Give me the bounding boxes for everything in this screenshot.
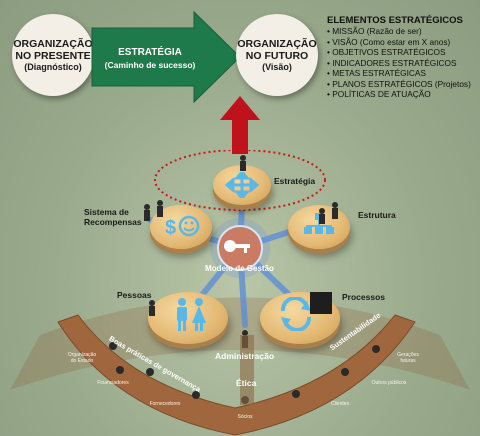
refresh-cycle-icon bbox=[280, 297, 312, 331]
present-subtitle: (Diagnóstico) bbox=[24, 61, 82, 72]
list-item: MISSÃO (Razão de ser) bbox=[327, 26, 477, 37]
future-subtitle: (Visão) bbox=[262, 61, 292, 72]
strategic-elements-title: ELEMENTOS ESTRATÉGICOS bbox=[327, 15, 463, 26]
strategy-arrow bbox=[91, 10, 241, 104]
future-generations-line1: Gerações bbox=[397, 352, 419, 358]
structure-label: Estrutura bbox=[358, 210, 396, 220]
present-title-line1: ORGANIZAÇÃO bbox=[13, 37, 93, 50]
up-arrow bbox=[220, 96, 260, 154]
strategy-label: Estratégia bbox=[274, 176, 316, 186]
future-title-line1: ORGANIZAÇÃO bbox=[237, 37, 317, 50]
list-item: METAS ESTRATÉGICAS bbox=[327, 68, 477, 79]
rewards-label-line2: Recompensas bbox=[84, 217, 142, 227]
future-generations-line2: futuras bbox=[400, 358, 416, 364]
strategic-elements-list: MISSÃO (Razão de ser) VISÃO (Como estar … bbox=[327, 26, 477, 100]
people-icon bbox=[177, 298, 206, 331]
move-arrows-icon bbox=[225, 172, 259, 198]
partners-label: Sócios bbox=[237, 414, 253, 420]
people-label: Pessoas bbox=[117, 290, 152, 300]
suppliers-label: Fornecedores bbox=[149, 401, 181, 407]
strategy-arrow-text: ESTRATÉGIA (Caminho de sucesso) bbox=[100, 46, 200, 72]
key-icon bbox=[224, 240, 250, 253]
present-organization-circle: ORGANIZAÇÃO NO PRESENTE (Diagnóstico) bbox=[12, 14, 94, 96]
money-smile-icon: $ bbox=[165, 215, 200, 239]
future-generations-label: Gerações futuras bbox=[388, 352, 428, 364]
rewards-label-line1: Sistema de bbox=[84, 207, 129, 217]
svg-text:$: $ bbox=[165, 217, 176, 239]
strategy-subtitle: (Caminho de sucesso) bbox=[104, 60, 196, 70]
present-title-line2: NO PRESENTE bbox=[15, 49, 91, 62]
processes-label: Processos bbox=[342, 292, 385, 302]
rewards-label: Sistema de Recompensas bbox=[84, 207, 142, 227]
strategic-elements-panel: ELEMENTOS ESTRATÉGICOS MISSÃO (Razão de … bbox=[327, 15, 477, 100]
list-item: PLANOS ESTRATÉGICOS (Projetos) bbox=[327, 79, 477, 90]
other-publics-label: Outros públicos bbox=[371, 380, 407, 386]
state-organization-line1: Organização bbox=[67, 352, 97, 358]
future-title-line2: NO FUTURO bbox=[245, 49, 309, 62]
clients-label: Clientes bbox=[330, 401, 350, 407]
management-model-label: Modelo de Gestão bbox=[205, 264, 274, 273]
future-organization-circle: ORGANIZAÇÃO NO FUTURO (Visão) bbox=[236, 14, 318, 96]
state-organization-label: Organização do Estado bbox=[62, 352, 102, 364]
administration-label: Administração bbox=[215, 351, 275, 361]
list-item: VISÃO (Como estar em X anos) bbox=[327, 37, 477, 48]
people-disc bbox=[148, 292, 228, 344]
ethics-label: Ética bbox=[236, 378, 257, 388]
list-item: OBJETIVOS ESTRATÉGICOS bbox=[327, 47, 477, 58]
strategy-title: ESTRATÉGIA bbox=[118, 47, 182, 58]
list-item: POLÍTICAS DE ATUAÇÃO bbox=[327, 89, 477, 100]
list-item: INDICADORES ESTRATÉGICOS bbox=[327, 58, 477, 69]
financiers-label: Financiadores bbox=[97, 380, 129, 386]
state-organization-line2: do Estado bbox=[70, 358, 94, 364]
